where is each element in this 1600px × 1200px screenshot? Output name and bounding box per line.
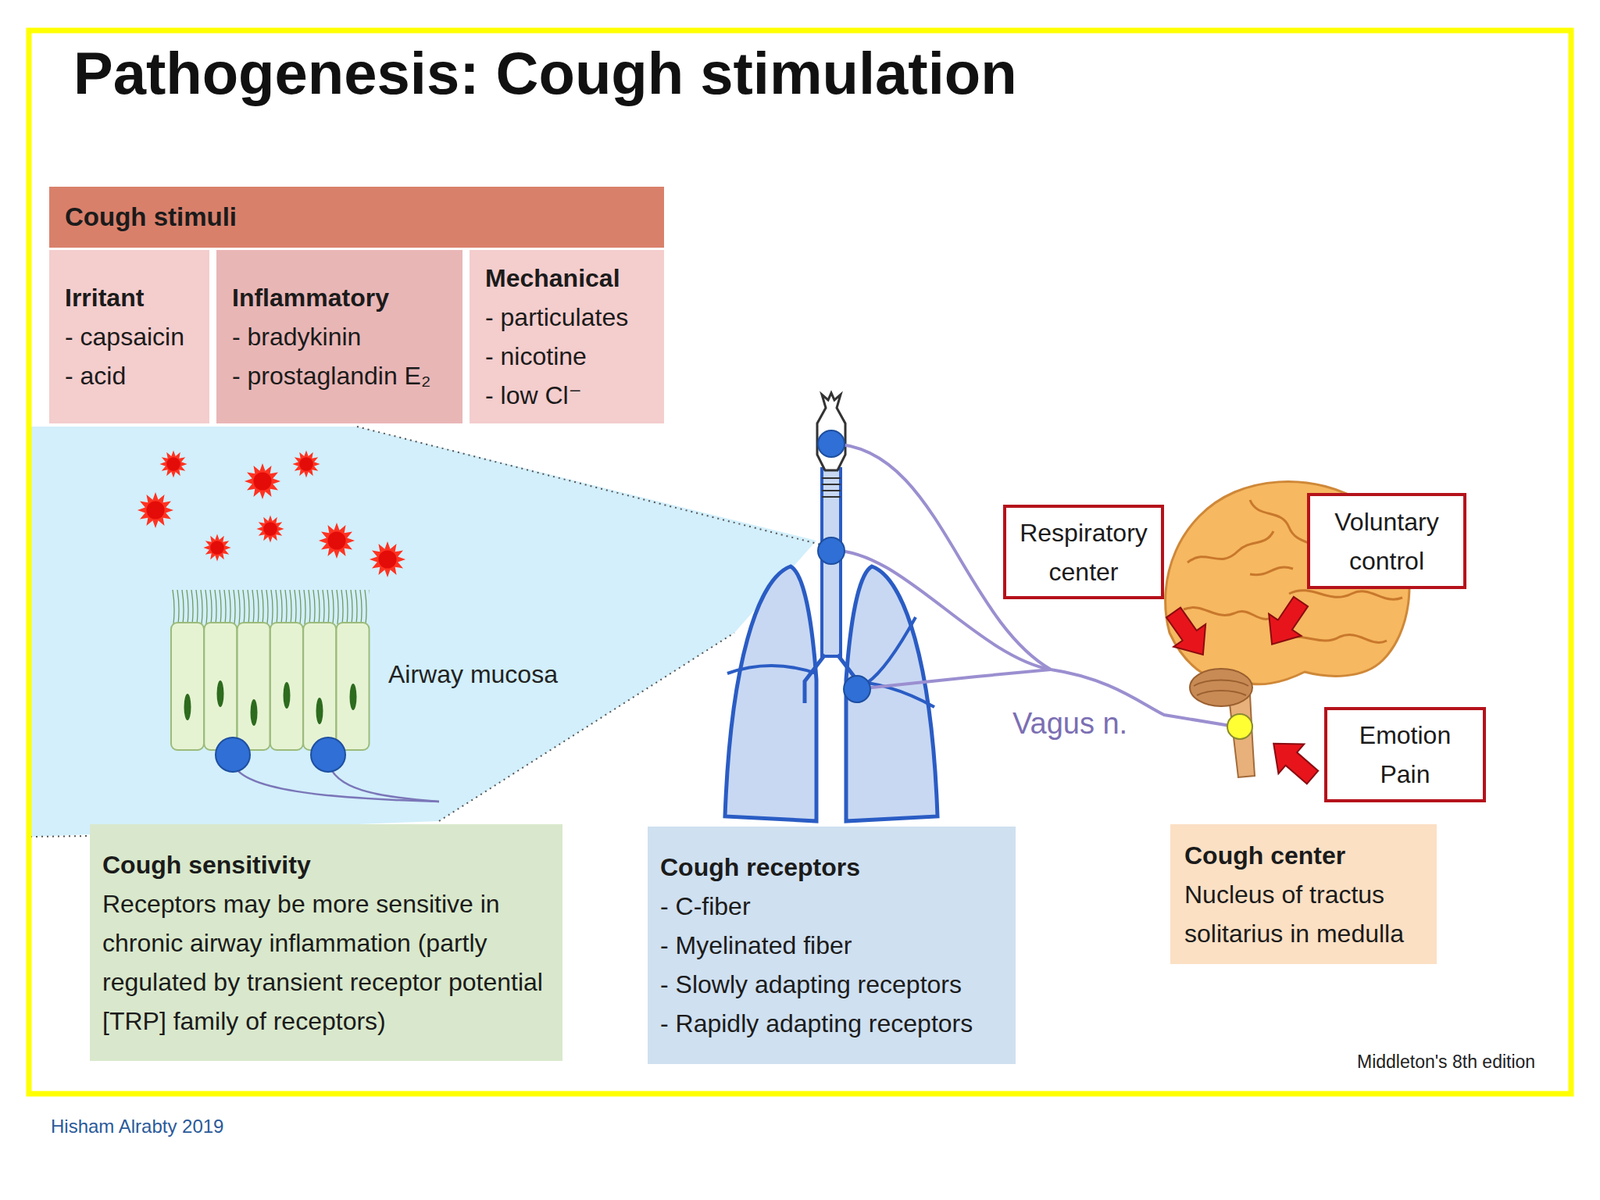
larynx <box>817 392 846 471</box>
region-label: Airway mucosa <box>388 660 558 690</box>
zoom-line <box>30 835 90 837</box>
body-text: - low Cl⁻ <box>485 375 649 415</box>
heading-text: Mechanical <box>485 258 649 298</box>
nerve-fiber <box>328 761 440 802</box>
body-text: - Rapidly adapting receptors <box>660 1003 1004 1043</box>
info-box: Cough sensitivityReceptors may be more s… <box>89 824 563 1061</box>
tracheal-rings <box>821 478 841 497</box>
nerve-branch <box>857 669 1051 690</box>
body-text: - particulates <box>485 297 649 337</box>
body-text: - Slowly adapting receptors <box>660 964 1004 1004</box>
stimuli-table: Cough stimuliIrritant- capsaicin- acidIn… <box>49 186 665 424</box>
body-text: Nucleus of tractus solitarius in medulla <box>1184 875 1423 954</box>
receptor-dot <box>817 537 845 565</box>
epithelial-cell <box>303 622 336 750</box>
info-box: Cough centerNucleus of tractus solitariu… <box>1170 824 1437 965</box>
heading-text: Inflammatory <box>232 278 447 318</box>
stimulus-particle <box>159 450 187 478</box>
diagram-title: Pathogenesis: Cough stimulation <box>73 39 1018 108</box>
info-box: Cough receptors- C-fiber- Myelinated fib… <box>647 826 1016 1065</box>
input-box: Voluntary control <box>1307 492 1467 590</box>
stimulus-particle <box>292 450 320 478</box>
receptor-dot <box>817 430 845 458</box>
heading-text: Irritant <box>64 278 194 318</box>
epithelial-cell <box>203 622 237 750</box>
stimulus-box: Mechanical- particulates- nicotine- low … <box>469 250 665 424</box>
stimulus-box: Inflammatory- bradykinin- prostaglandin … <box>216 250 463 424</box>
nerve-label: Vagus n. <box>1012 707 1128 741</box>
body-text: - acid <box>64 356 194 396</box>
heading-text: Respiratory center <box>1012 513 1155 592</box>
stimulus-particle <box>137 492 174 529</box>
heading-text: Cough sensitivity <box>102 845 550 885</box>
epithelial-cells <box>171 622 370 750</box>
cell-nucleus <box>250 699 258 726</box>
source-note: Middleton's 8th edition <box>1357 1051 1536 1073</box>
stimulus-particle <box>318 522 355 559</box>
body-text: - prostaglandin E₂ <box>232 356 447 396</box>
epithelial-cell <box>171 622 204 750</box>
stimulus-particle <box>203 533 231 561</box>
gyrus <box>1183 607 1274 620</box>
cilia <box>171 589 370 625</box>
gyrus <box>1250 567 1293 575</box>
heading-text: Voluntary control <box>1316 502 1458 581</box>
lung-fissure <box>867 617 916 683</box>
zoom-region <box>30 426 817 837</box>
body-text: - C-fiber <box>660 886 1004 926</box>
heading-text: Cough center <box>1184 835 1423 875</box>
cell-nucleus <box>217 680 225 708</box>
left-lung <box>725 566 817 822</box>
body-text: - capsaicin <box>64 317 194 357</box>
input-box: Emotion Pain <box>1324 707 1486 803</box>
lung-fissure <box>727 665 817 674</box>
heading-text: Cough receptors <box>660 847 1004 887</box>
header-band: Cough stimuli <box>49 186 665 248</box>
cell-nucleus <box>283 682 291 709</box>
epithelial-cell <box>270 622 304 750</box>
input-arrow <box>1260 728 1326 793</box>
epithelial-cell <box>237 622 271 750</box>
gyrus <box>1289 590 1403 600</box>
input-box: Respiratory center <box>1003 504 1165 600</box>
author-note: Hisham Alrabty 2019 <box>50 1115 224 1138</box>
body-text: - bradykinin <box>232 317 447 357</box>
cerebellum-folia <box>1193 680 1249 697</box>
stimulus-particle <box>244 463 281 500</box>
epithelial-cell <box>336 622 370 750</box>
body-text: Receptors may be more sensitive in chron… <box>102 884 550 1041</box>
cerebellum <box>1189 668 1253 707</box>
receptor-dot <box>215 737 250 772</box>
gyrus <box>1187 531 1274 563</box>
cell-nucleus <box>316 697 324 725</box>
zoom-line <box>357 426 821 545</box>
cell-nucleus <box>184 693 192 721</box>
stimulus-particle <box>369 541 406 578</box>
input-arrow <box>1255 590 1317 656</box>
frame-border <box>28 30 1572 1094</box>
cough-center-dot <box>1227 714 1253 740</box>
input-arrow <box>1157 601 1220 667</box>
cell-nuclei <box>184 680 358 726</box>
body-text: - Myelinated fiber <box>660 925 1004 965</box>
stimulus-particle <box>256 514 284 543</box>
stimulus-box: Irritant- capsaicin- acid <box>49 250 210 424</box>
heading-text: Emotion Pain <box>1342 715 1468 794</box>
cell-nucleus <box>350 683 358 711</box>
body-text: - nicotine <box>485 336 649 376</box>
receptor-dot <box>310 737 346 772</box>
receptor-dot <box>843 675 871 703</box>
